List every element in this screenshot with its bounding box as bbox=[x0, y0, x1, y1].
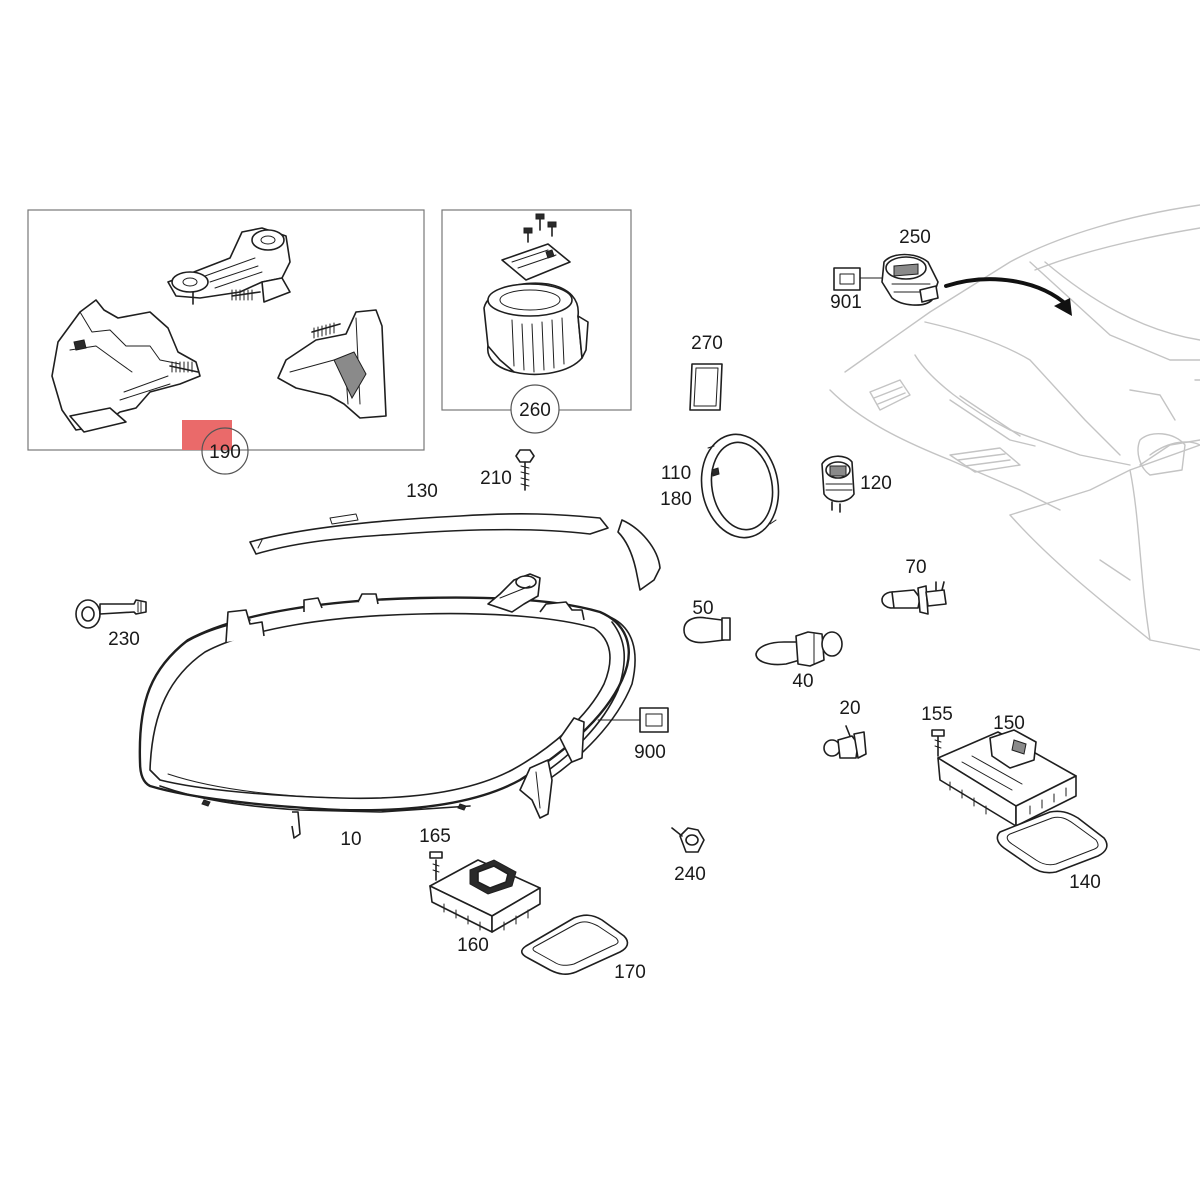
right-mount-bracket bbox=[277, 309, 387, 419]
part-900-connector: 900 bbox=[597, 707, 669, 763]
label-180: 180 bbox=[660, 489, 692, 510]
part-70-bulb: 70 bbox=[881, 557, 947, 615]
highlight-marker bbox=[182, 420, 232, 450]
part-250-module: 250 901 bbox=[830, 227, 1072, 316]
part-230-bolt: 230 bbox=[75, 599, 147, 650]
part-270-pad: 270 bbox=[689, 333, 723, 411]
label-240: 240 bbox=[674, 864, 706, 885]
part-240-nut: 240 bbox=[671, 827, 706, 885]
inset-box-260: 260 bbox=[441, 209, 632, 434]
label-190: 190 bbox=[209, 442, 241, 463]
label-10: 10 bbox=[340, 829, 361, 850]
part-150-ballast: 150 155 bbox=[921, 704, 1077, 827]
label-210: 210 bbox=[480, 468, 512, 489]
part-50-bulb: 50 bbox=[683, 598, 731, 644]
label-155: 155 bbox=[921, 704, 953, 725]
part-210-screw: 210 bbox=[480, 449, 535, 491]
label-110: 110 bbox=[661, 463, 691, 484]
label-250: 250 bbox=[899, 227, 931, 248]
part-40-bulb: 40 bbox=[755, 631, 843, 692]
label-230: 230 bbox=[108, 629, 140, 650]
inset-box-190: 190 bbox=[27, 209, 425, 475]
part-130-trim: 130 bbox=[249, 481, 661, 591]
label-260: 260 bbox=[519, 400, 551, 421]
part-20-bulb: 20 bbox=[823, 698, 867, 759]
part-160-ballast: 160 165 bbox=[419, 826, 541, 956]
label-20: 20 bbox=[839, 698, 860, 719]
label-70: 70 bbox=[905, 557, 926, 578]
label-901: 901 bbox=[830, 292, 862, 313]
part-110-ring: 110 180 bbox=[660, 433, 780, 539]
headlamp-assembly: 10 bbox=[138, 573, 636, 850]
label-900: 900 bbox=[634, 742, 666, 763]
left-mount-bracket bbox=[51, 299, 201, 433]
car-outline bbox=[829, 204, 1200, 651]
label-270: 270 bbox=[691, 333, 723, 354]
label-50: 50 bbox=[692, 598, 713, 619]
label-150: 150 bbox=[993, 713, 1025, 734]
label-120: 120 bbox=[860, 473, 892, 494]
part-170-gasket: 170 bbox=[520, 914, 646, 983]
label-130: 130 bbox=[406, 481, 438, 502]
label-140: 140 bbox=[1069, 872, 1101, 893]
cover-cap bbox=[483, 282, 589, 376]
label-40: 40 bbox=[792, 671, 813, 692]
part-140-gasket: 140 bbox=[996, 810, 1108, 893]
label-165: 165 bbox=[419, 826, 451, 847]
upper-mount-bracket bbox=[167, 227, 291, 305]
label-170: 170 bbox=[614, 962, 646, 983]
part-120-socket: 120 bbox=[821, 455, 892, 513]
label-160: 160 bbox=[457, 935, 489, 956]
